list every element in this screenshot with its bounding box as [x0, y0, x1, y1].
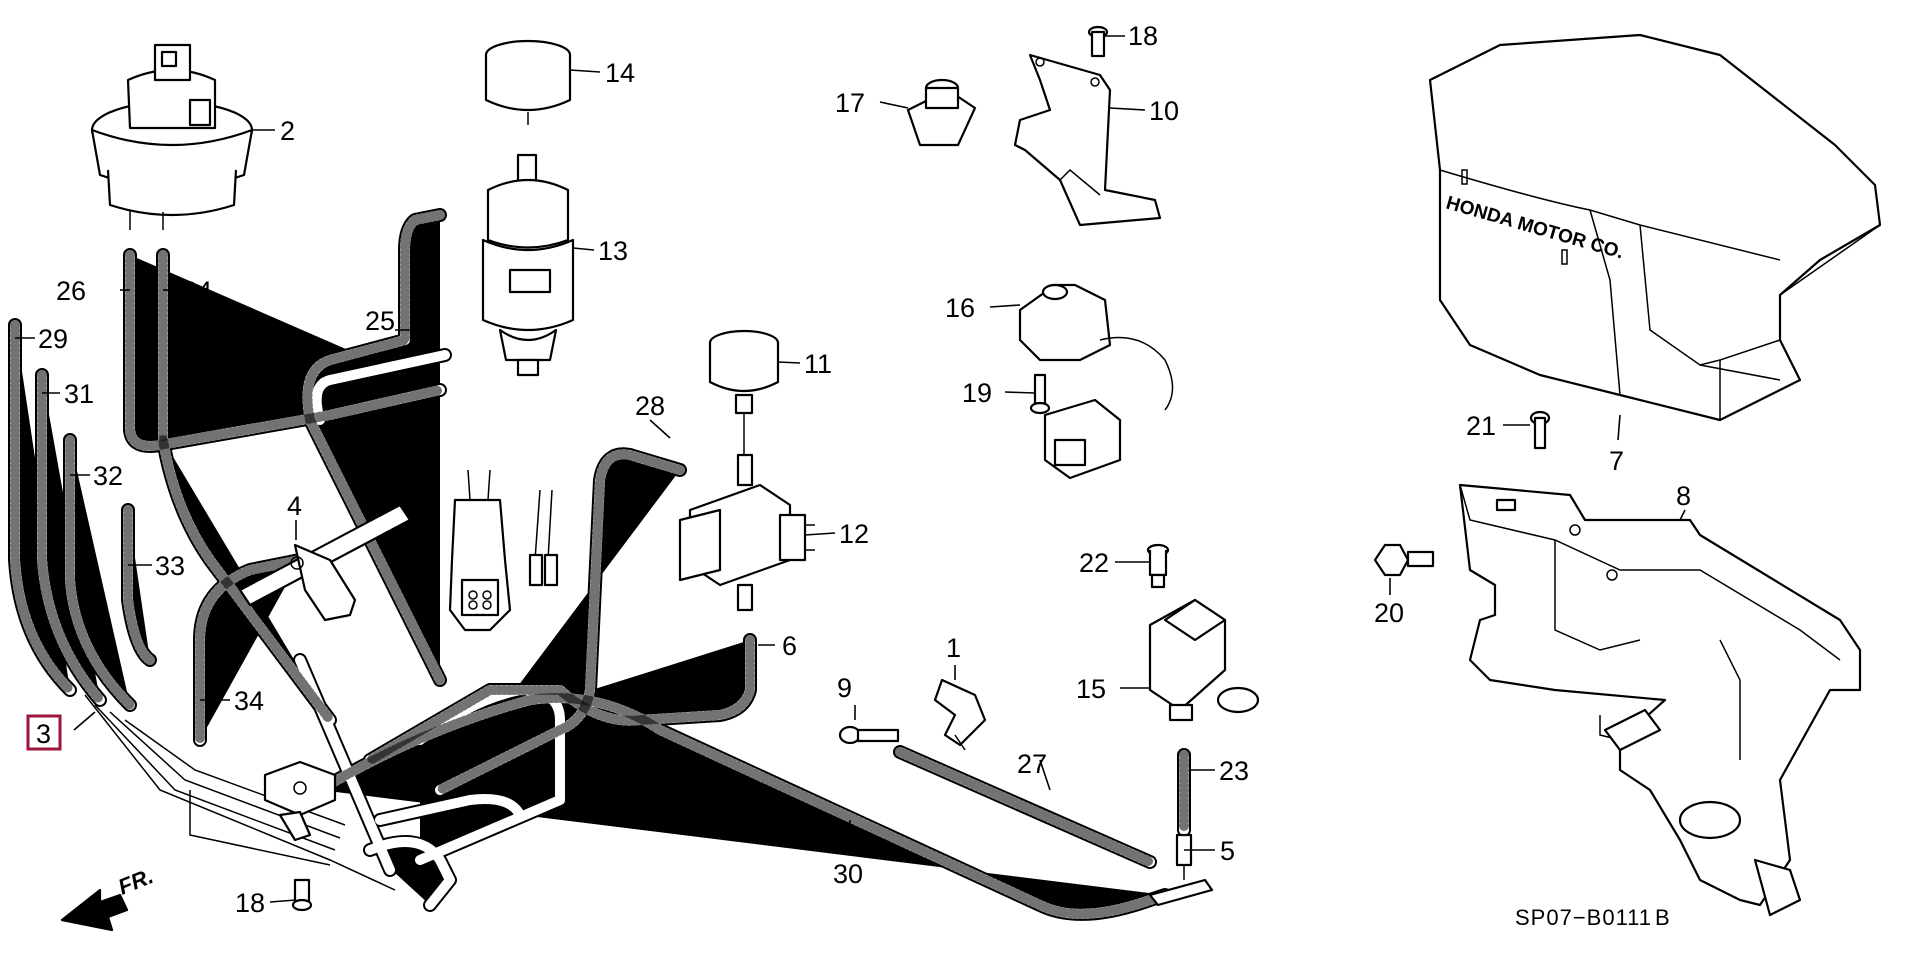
label-20[interactable]: 20: [1374, 598, 1404, 628]
label-17[interactable]: 17: [835, 88, 865, 118]
bolt-part-9: [838, 725, 900, 745]
label-6[interactable]: 6: [782, 631, 797, 661]
label-31[interactable]: 31: [64, 379, 94, 409]
clip-part-1: [933, 678, 987, 751]
connector-near-13: [448, 469, 512, 632]
label-28[interactable]: 28: [635, 391, 665, 421]
label-10[interactable]: 10: [1149, 96, 1179, 126]
front-direction-arrow: FR.: [60, 863, 157, 932]
label-32[interactable]: 32: [93, 461, 123, 491]
label-22[interactable]: 22: [1079, 548, 1109, 578]
sensor-part-16: [1018, 283, 1174, 480]
valve-part-13: [481, 153, 575, 377]
label-12[interactable]: 12: [839, 519, 869, 549]
cover-part-7: HONDA MOTOR CO.: [1428, 33, 1882, 422]
label-3[interactable]: 3: [36, 719, 51, 749]
label-30[interactable]: 30: [833, 859, 863, 889]
label-18-bottom[interactable]: 18: [235, 888, 265, 918]
label-7[interactable]: 7: [1609, 446, 1624, 476]
bracket-part-8: [1458, 483, 1862, 917]
label-4[interactable]: 4: [287, 491, 302, 521]
label-5[interactable]: 5: [1220, 836, 1235, 866]
pipe-part-5: [1148, 833, 1214, 907]
label-18-top[interactable]: 18: [1128, 21, 1158, 51]
label-27[interactable]: 27: [1017, 749, 1047, 779]
part-labels: 2 14 13 25 26 24 29 31 32 33 34 3 4 28 1…: [36, 21, 1691, 918]
label-11[interactable]: 11: [804, 349, 832, 379]
label-26[interactable]: 26: [56, 276, 86, 306]
label-19[interactable]: 19: [962, 378, 992, 408]
cap-part-11: [708, 329, 780, 455]
label-21[interactable]: 21: [1466, 411, 1496, 441]
bracket-part-10: [1013, 53, 1162, 227]
label-29[interactable]: 29: [38, 324, 68, 354]
label-15[interactable]: 15: [1076, 674, 1106, 704]
label-24[interactable]: 24: [182, 276, 212, 306]
label-14[interactable]: 14: [605, 58, 635, 88]
label-2[interactable]: 2: [280, 116, 295, 146]
bolt-part-20: [1373, 543, 1435, 577]
drawing-revision: B: [1655, 905, 1671, 930]
drawing-code: SP07−B0111: [1515, 905, 1652, 930]
grommet-part-17: [906, 78, 977, 147]
bolt-part-18-bottom: [291, 878, 313, 912]
leader-lines: [15, 35, 1686, 903]
label-33[interactable]: 33: [155, 551, 185, 581]
bolt-part-22: [1146, 543, 1170, 589]
label-1[interactable]: 1: [946, 633, 961, 663]
bracket-part-4: [238, 503, 412, 622]
pipe-assembly: [84, 694, 396, 891]
bolt-part-21: [1529, 410, 1551, 450]
fr-label: FR.: [115, 863, 157, 899]
highlight-box-part-3: [26, 714, 62, 751]
solenoid-part-12: [678, 453, 815, 612]
canister-part-2: [90, 43, 254, 230]
label-25[interactable]: 25: [365, 306, 395, 336]
label-8[interactable]: 8: [1676, 481, 1691, 511]
label-9[interactable]: 9: [837, 673, 852, 703]
label-16[interactable]: 16: [945, 293, 975, 323]
bolt-part-18-top: [1087, 25, 1109, 58]
pigtail-connector: [528, 489, 559, 587]
label-23[interactable]: 23: [1219, 756, 1249, 786]
sensor-part-15: [1148, 598, 1260, 722]
label-13[interactable]: 13: [598, 236, 628, 266]
screw-part-19: [1029, 373, 1051, 415]
cap-part-14: [484, 39, 572, 125]
label-34[interactable]: 34: [234, 686, 264, 716]
